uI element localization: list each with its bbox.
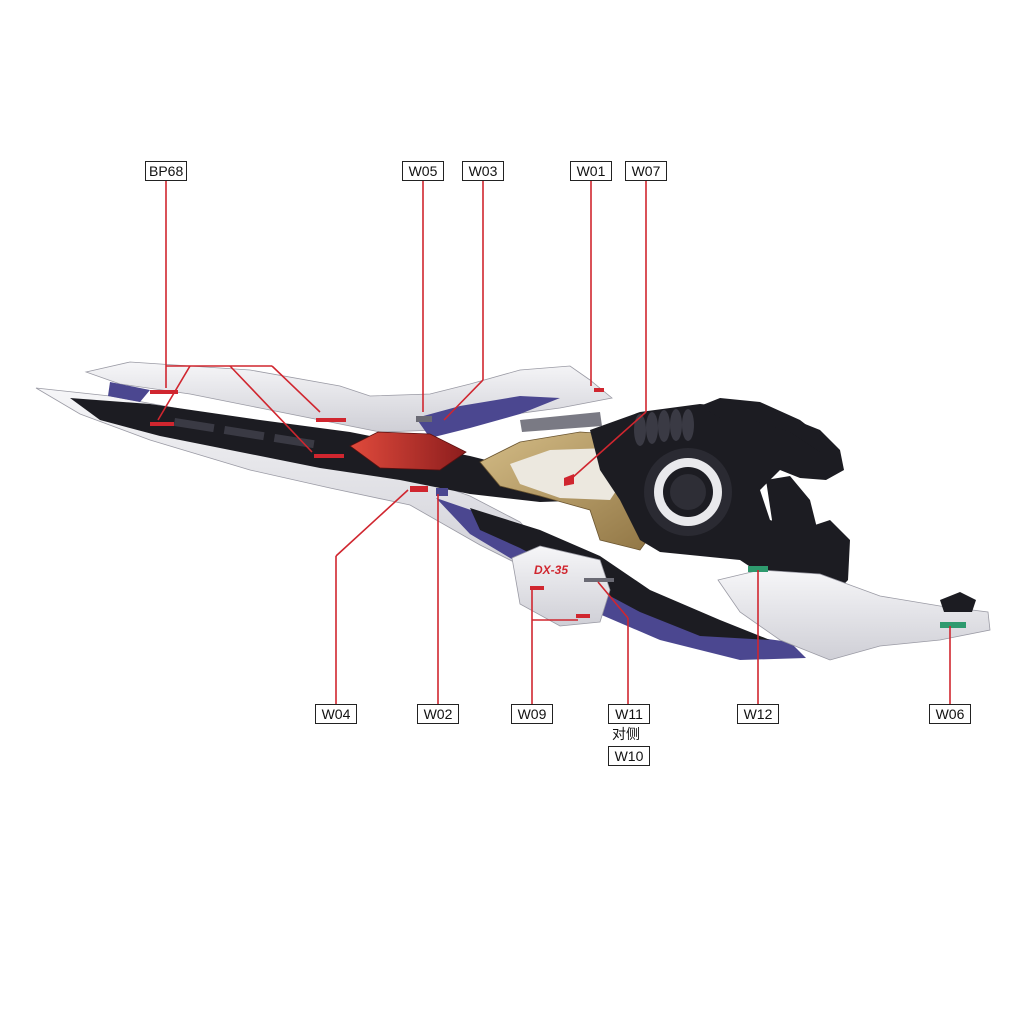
lower-fin bbox=[511, 545, 611, 627]
label-w05: W05 bbox=[402, 161, 444, 181]
stock bbox=[717, 569, 991, 661]
leader-lines bbox=[157, 180, 951, 706]
grip bbox=[764, 476, 820, 582]
opposite-side-note: 对侧 bbox=[612, 727, 640, 743]
label-w03: W03 bbox=[462, 161, 504, 181]
label-bp68: BP68 bbox=[145, 161, 187, 181]
label-w06: W06 bbox=[929, 704, 971, 724]
coil-ribs bbox=[634, 409, 694, 446]
red-crystal bbox=[349, 431, 467, 471]
label-w07: W07 bbox=[625, 161, 667, 181]
dark-hook-inner bbox=[470, 508, 770, 640]
barrel-tube bbox=[520, 412, 602, 432]
label-w04: W04 bbox=[315, 704, 357, 724]
label-w01: W01 bbox=[570, 161, 612, 181]
label-w10: W10 bbox=[608, 746, 650, 766]
purple-upper-accent bbox=[108, 382, 150, 402]
label-w02: W02 bbox=[417, 704, 459, 724]
label-w12: W12 bbox=[737, 704, 779, 724]
model-code-print: DX-35 bbox=[534, 563, 568, 577]
label-w11: W11 bbox=[608, 704, 650, 724]
label-w09: W09 bbox=[511, 704, 553, 724]
purple-upper-accent-2 bbox=[416, 396, 560, 438]
stock-end-cap bbox=[940, 592, 976, 612]
receiver-top-horn bbox=[700, 398, 836, 452]
ring-core bbox=[670, 474, 706, 510]
decals bbox=[150, 388, 966, 628]
